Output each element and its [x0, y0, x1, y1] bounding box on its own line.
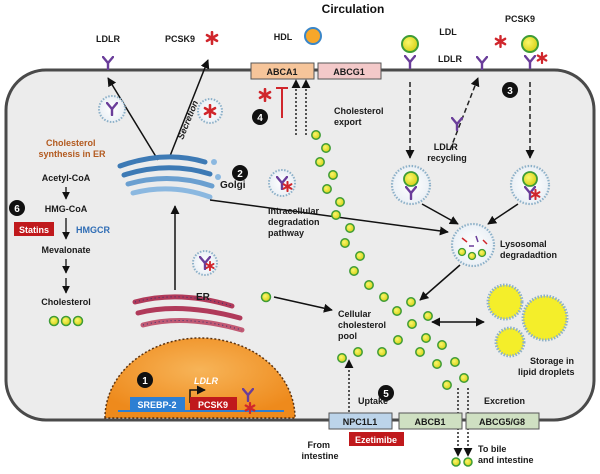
to-bile-label: To bile and intestine [478, 444, 534, 465]
statins-drug-box [14, 222, 54, 236]
ldlr-free-surface-icon [476, 56, 488, 70]
ldlr-transport-arrow [107, 77, 159, 161]
vesicle-pcsk9-upper [197, 98, 223, 124]
golgi-apparatus [117, 154, 221, 200]
ldlr-right-label: LDLR [438, 54, 462, 64]
storage-label: Storage in lipid droplets [518, 356, 577, 377]
lysosome [450, 222, 496, 268]
pcsk9-left-label: PCSK9 [165, 34, 195, 44]
hdl-particle-icon [304, 27, 322, 45]
lipid-droplets [486, 283, 569, 358]
hmgcr-label: HMGCR [76, 225, 110, 235]
npc1l1-label: NPC1L1 [343, 417, 378, 427]
abca1-transporter [250, 62, 315, 80]
abcb1-transporter [398, 412, 463, 430]
pcsk9-secreted-icon [205, 31, 219, 45]
excretion-label: Excretion [484, 396, 525, 406]
from-intestine-label: From intestine [301, 440, 338, 461]
cholesterol-molecules-synth [48, 315, 84, 327]
endosome-to-lysosome-arrow-2 [487, 203, 519, 225]
ezetimibe-drug-box [349, 432, 404, 446]
excreted-cholesterol-1 [451, 457, 461, 467]
ldlr-left-label: LDLR [96, 34, 120, 44]
pcsk9-circulating-icon [494, 35, 507, 48]
step-5-number: 5 [383, 389, 389, 400]
lysosome-to-pool-arrow [419, 264, 461, 301]
statins-label: Statins [19, 225, 49, 235]
cholesterol-product-label: Cholesterol [41, 297, 91, 307]
step-4-number: 4 [257, 113, 263, 124]
abcg5g8-label: ABCG5/G8 [479, 417, 525, 427]
endosome-ldl [390, 164, 432, 206]
vesicle-ldlr-upper [98, 95, 126, 123]
step-5-badge [378, 385, 394, 401]
er-to-pool-arrow [273, 296, 333, 313]
secretion-arrow [169, 59, 210, 157]
acetyl-coa-label: Acetyl-CoA [42, 173, 91, 183]
circulation-title: Circulation [322, 2, 385, 16]
endosome-to-lysosome-arrow-1 [421, 203, 459, 225]
vesicle-ldlr-pcsk9-lower [192, 250, 218, 276]
intracellular-degradation-label: Intracellular degradation pathway [268, 206, 322, 238]
endoplasmic-reticulum [132, 294, 245, 333]
step-1-number: 1 [142, 376, 148, 387]
er-label: ER [196, 292, 211, 303]
ldl-label: LDL [439, 27, 457, 37]
uptake-label: Uptake [358, 396, 388, 406]
step-4-badge [252, 109, 268, 125]
ezetimibe-label: Ezetimibe [355, 435, 397, 445]
abca1-inhibition-marker [276, 87, 288, 118]
pcsk9-gene-box [190, 397, 237, 411]
pcsk9-right-label: PCSK9 [505, 14, 535, 24]
abca1-label: ABCA1 [266, 67, 297, 77]
synthesis-title: Cholesterol synthesis in ER [38, 138, 106, 159]
vesicle-ldlr-pcsk9-golgi [268, 169, 296, 197]
step-2-number: 2 [237, 169, 243, 180]
golgi-label: Golgi [220, 180, 246, 191]
cholesterol-er-icon [260, 291, 272, 303]
ldl-receptor-complex-1 [401, 35, 419, 69]
cholesterol-pool-dots [311, 130, 469, 390]
ldlr-gene-label: LDLR [194, 376, 218, 386]
pcsk9-gene-label: PCSK9 [198, 400, 228, 410]
abcg1-label: ABCG1 [333, 67, 365, 77]
step-6-badge [9, 200, 25, 216]
step-1-badge [137, 372, 153, 388]
degradation-pathway-arrow [209, 199, 449, 236]
hdl-label: HDL [274, 32, 293, 42]
srebp2-label: SREBP-2 [137, 400, 176, 410]
endosome-ldl-pcsk9 [509, 164, 551, 206]
npc1l1-transporter [328, 412, 393, 430]
step-2-badge [232, 165, 248, 181]
step-3-badge [502, 82, 518, 98]
abcg1-transporter [317, 62, 382, 80]
ldl-receptor-pcsk9-complex [521, 35, 548, 69]
step-6-number: 6 [14, 204, 20, 215]
abcb1-label: ABCB1 [414, 417, 445, 427]
mevalonate-label: Mevalonate [41, 245, 90, 255]
srebp2-box [130, 397, 185, 411]
lysosomal-degradation-label: Lysosomal degradadtion [500, 239, 557, 260]
ldlr-recycling-arrow [449, 77, 480, 151]
cellular-pool-label: Cellular cholesterol pool [338, 309, 389, 341]
ldlr-recycling-label: LDLR recycling [427, 142, 467, 163]
excreted-cholesterol-2 [463, 457, 473, 467]
hmg-coa-label: HMG-CoA [45, 204, 88, 214]
ldlr-surface-icon [102, 56, 114, 70]
abcg5g8-transporter [465, 412, 540, 430]
step-3-number: 3 [507, 86, 513, 97]
cholesterol-export-label: Cholesterol export [334, 106, 386, 127]
